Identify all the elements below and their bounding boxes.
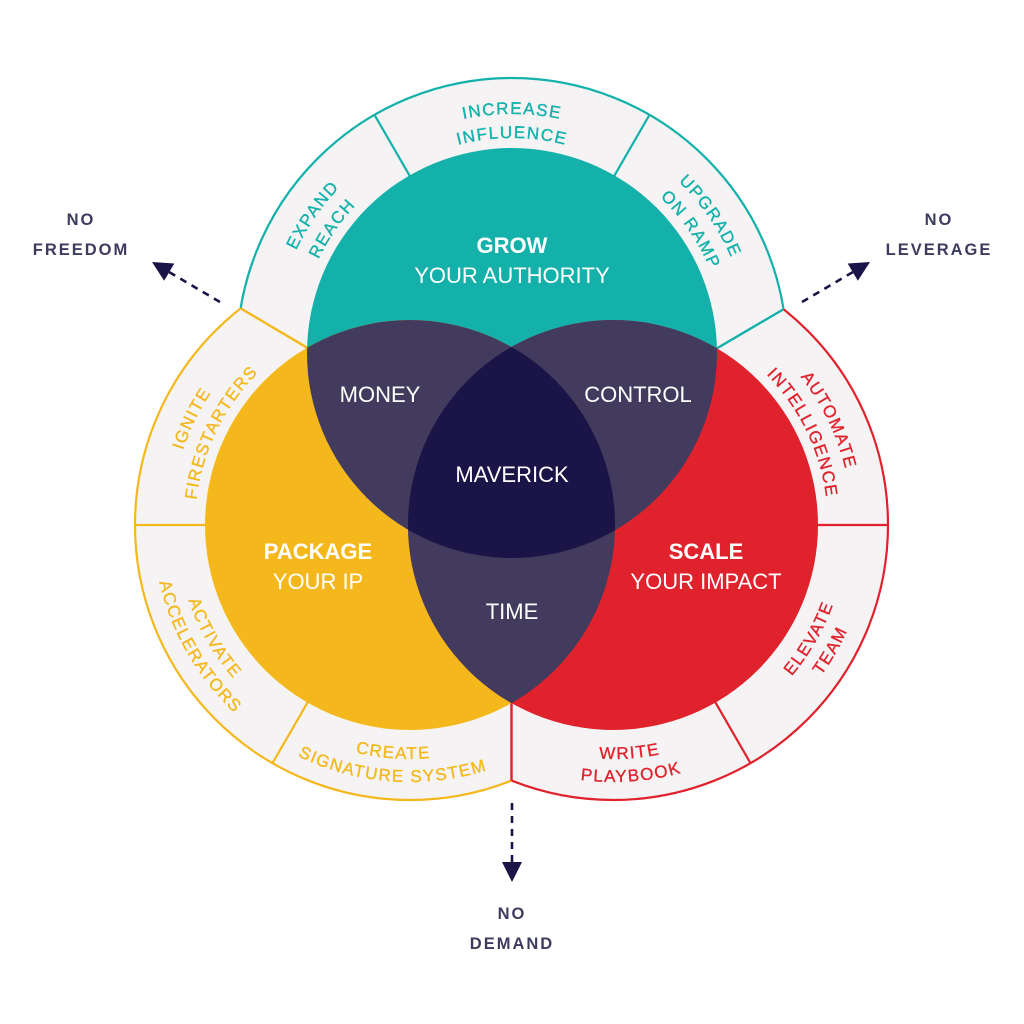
- overlap-control-label: CONTROL: [584, 382, 692, 407]
- package-title: PACKAGE: [264, 539, 372, 564]
- ring-boundary-grow-scale: [716, 308, 785, 350]
- ring-boundary-grow-package: [240, 307, 308, 349]
- ring-divider-scale: [712, 698, 752, 764]
- overlap-labels: MONEY CONTROL TIME MAVERICK: [340, 382, 692, 624]
- outcome-freedom-line1: NO: [67, 211, 96, 229]
- scale-subtitle: YOUR IMPACT: [630, 569, 781, 594]
- outcome-labels: NO FREEDOM NO LEVERAGE NO DEMAND: [33, 211, 993, 953]
- ring-divider-grow: [611, 114, 651, 180]
- overlap-money-label: MONEY: [340, 382, 421, 407]
- arrow-line-no-freedom: [168, 271, 221, 304]
- overlap-center-group: [408, 320, 615, 558]
- circle-labels: GROW YOUR AUTHORITY PACKAGE YOUR IP SCAL…: [264, 233, 782, 594]
- overlap-time-label: TIME: [486, 599, 539, 624]
- package-subtitle: YOUR IP: [273, 569, 363, 594]
- arrow-line-no-leverage: [801, 271, 854, 304]
- outcome-leverage-line1: NO: [925, 211, 954, 229]
- arrowhead-icon-no-demand: [502, 862, 522, 882]
- grow-subtitle: YOUR AUTHORITY: [414, 263, 610, 288]
- arrowhead-icon-no-freedom: [152, 262, 175, 281]
- scale-title: SCALE: [669, 539, 744, 564]
- ring-label-grow-1-line1: INCREASE: [460, 99, 563, 123]
- arrowhead-icon-no-leverage: [847, 262, 870, 281]
- outcome-freedom-line2: FREEDOM: [33, 241, 130, 259]
- ring-dividers: [135, 114, 888, 781]
- grow-title: GROW: [477, 233, 548, 258]
- overlap-maverick: [408, 320, 615, 558]
- center-maverick-label: MAVERICK: [455, 462, 569, 487]
- outcome-arrows: [152, 262, 870, 882]
- venn-circles: [205, 148, 818, 730]
- outcome-demand-line2: DEMAND: [470, 935, 554, 953]
- ring-label-text: INCREASE: [460, 99, 562, 123]
- ring-divider-package: [271, 698, 311, 764]
- ring-divider-grow: [373, 114, 413, 180]
- outcome-leverage-line2: LEVERAGE: [886, 241, 993, 259]
- outcome-demand-line1: NO: [498, 905, 527, 923]
